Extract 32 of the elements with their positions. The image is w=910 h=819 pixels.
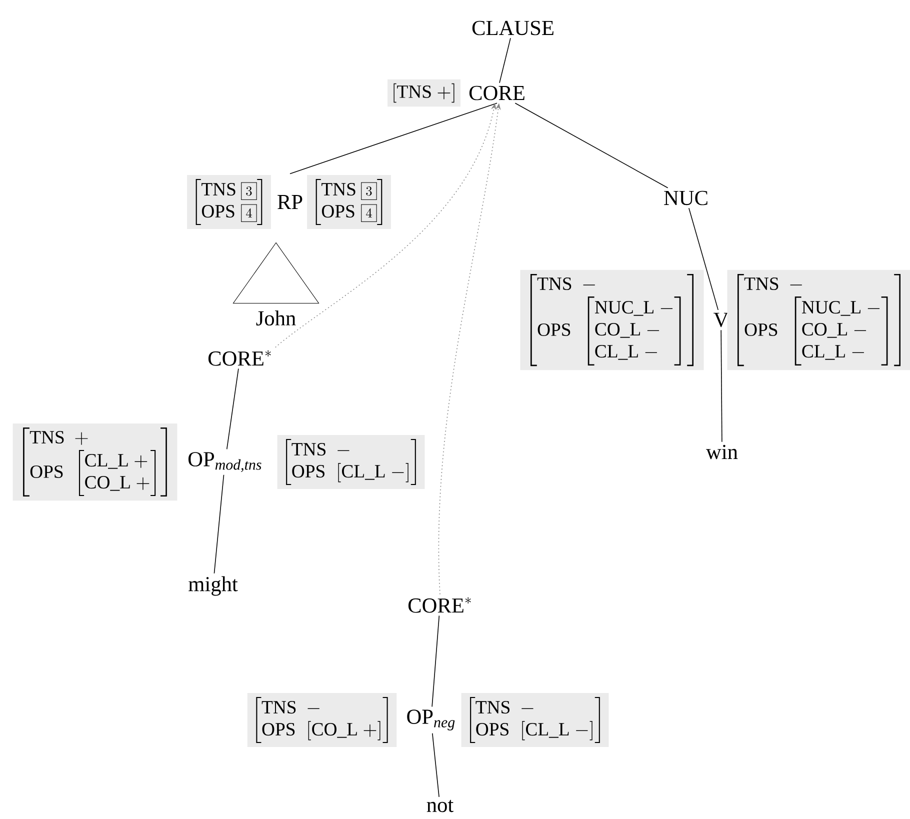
tree-branch	[720, 330, 722, 442]
triangle	[232, 242, 320, 304]
tree-branch	[514, 102, 668, 188]
tree-branch	[290, 102, 498, 174]
tree-branch	[226, 368, 239, 450]
node-label: $\text{CORE}^{*}$	[408, 597, 471, 613]
node-label: $\text{OP}_{\textit{neg}}$	[407, 710, 455, 730]
word-label: not	[426, 800, 454, 812]
feature-matrix: $\left[\begin{array}{@{}l@{\ \ }l@{}}\text{TNS} & -\\ \text{OPS} & \left[\begin{array}{@{}l@{}}\text{NUC\_L}\ -\\ \text{CO\_L}\ -\\ \text{CL\_L}\ -\end{array}\right]\end{array}\right]$	[520, 270, 704, 370]
node-label: V	[714, 312, 728, 328]
tree-branch	[499, 38, 511, 84]
feature-matrix: $\left[\text{TNS}\ +\right]$	[388, 79, 460, 107]
node-label: CLAUSE	[472, 20, 554, 36]
node-label: $\text{OP}_{\textit{mod,tns}}$	[188, 452, 262, 472]
feature-matrix: $\left[\begin{array}{@{}l@{\ }l@{}}\text{TNS} & \boxed{\scriptstyle 3}\\ \text{OPS} & \boxed{\scriptstyle 4}\end{array}\right]$	[307, 174, 391, 230]
word-label: win	[706, 444, 738, 460]
tree-branch	[688, 208, 719, 310]
tree-branch	[432, 732, 440, 798]
node-label: NUC	[664, 190, 708, 206]
feature-matrix: $\left[\begin{array}{@{}l@{\ \ }l@{}}\text{TNS} & -\\ \text{OPS} & \left[\text{CO\_L}\ +\right]\end{array}\right]$	[247, 692, 397, 748]
feature-matrix: $\left[\begin{array}{@{}l@{\ \ }l@{}}\text{TNS} & -\\ \text{OPS} & \left[\text{CL\_L}\ -\right]\end{array}\right]$	[461, 692, 609, 748]
feature-matrix: $\left[\begin{array}{@{}l@{\ \ }l@{}}\text{TNS} & -\\ \text{OPS} & \left[\begin{array}{@{}l@{}}\text{NUC\_L}\ -\\ \text{CO\_L}\ -\\ \text{CL\_L}\ -\end{array}\right]\end{array}\right]$	[727, 270, 910, 370]
feature-matrix: $\left[\begin{array}{@{}l@{\ \ }l@{}}\text{TNS} & +\\ \text{OPS} & \left[\begin{array}{@{}l@{}}\text{CL\_L}\ +\\ \text{CO\_L}\ +\end{array}\right]\end{array}\right]$	[12, 423, 178, 501]
word-label: John	[256, 310, 296, 326]
tree-branch	[214, 474, 224, 574]
feature-matrix: $\left[\begin{array}{@{}l@{\ \ }l@{}}\text{TNS} & -\\ \text{OPS} & \left[\text{CL\_L}\ -\right]\end{array}\right]$	[277, 434, 425, 490]
feature-matrix: $\left[\begin{array}{@{}l@{\ }l@{}}\text{TNS} & \boxed{\scriptstyle 3}\\ \text{OPS} & \boxed{\scriptstyle 4}\end{array}\right]$	[187, 174, 271, 230]
node-label: $\text{CORE}^{*}$	[208, 350, 271, 366]
node-label: RP	[278, 195, 302, 209]
node-label: CORE	[469, 86, 524, 100]
tree-branch	[432, 615, 440, 708]
word-label: might	[188, 576, 238, 596]
